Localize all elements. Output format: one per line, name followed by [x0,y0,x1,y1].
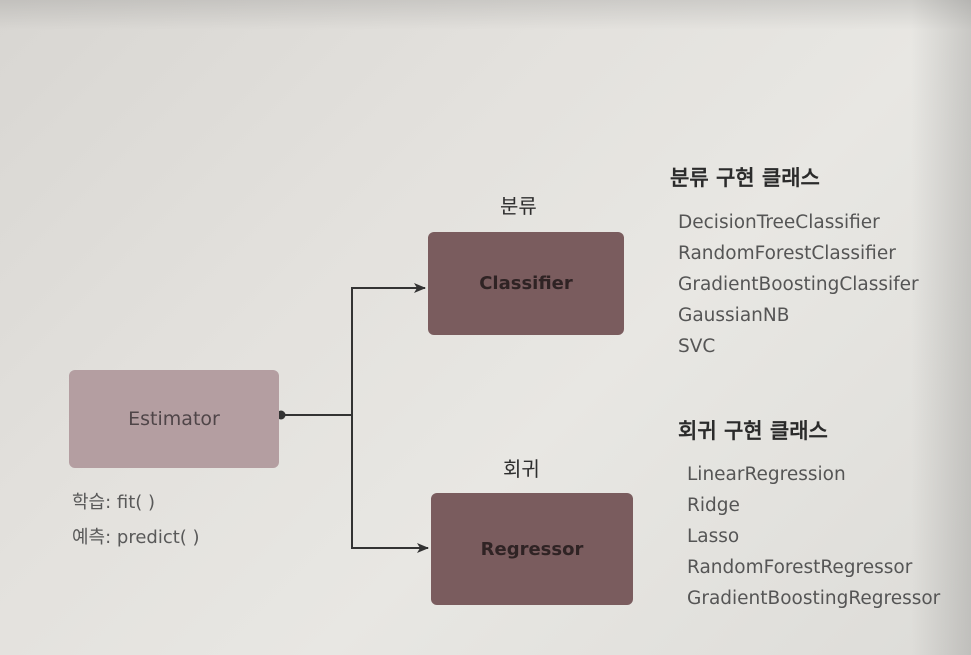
classification-branch-label: 분류 [500,194,537,218]
list-item: RandomForestClassifier [678,243,896,264]
estimator-label: Estimator [128,408,220,430]
list-item: Ridge [687,495,740,516]
list-item: GradientBoostingClassifer [678,274,919,295]
classifier-class-list: DecisionTreeClassifier RandomForestClass… [678,207,919,362]
list-item: DecisionTreeClassifier [678,212,880,233]
arrow-to-classifier [351,283,426,415]
regression-branch-label: 회귀 [503,457,540,481]
list-item: Lasso [687,526,740,547]
classifier-label: Classifier [479,273,573,294]
list-item: GradientBoostingRegressor [687,588,941,609]
list-item: GaussianNB [678,305,790,326]
list-item: LinearRegression [687,464,846,485]
regression-section-title: 회귀 구현 클래스 [678,419,828,443]
estimator-box: Estimator [69,370,279,468]
classifier-box: Classifier [428,232,624,335]
classification-section-title: 분류 구현 클래스 [670,166,820,190]
arrow-to-regressor [351,415,429,553]
predict-method-label: 예측: predict( ) [72,527,200,548]
regressor-label: Regressor [480,538,584,560]
list-item: SVC [678,336,716,357]
regressor-box: Regressor [431,493,633,605]
list-item: RandomForestRegressor [687,557,913,578]
regressor-class-list: LinearRegression Ridge Lasso RandomFores… [687,459,940,614]
fit-method-label: 학습: fit( ) [72,492,156,513]
